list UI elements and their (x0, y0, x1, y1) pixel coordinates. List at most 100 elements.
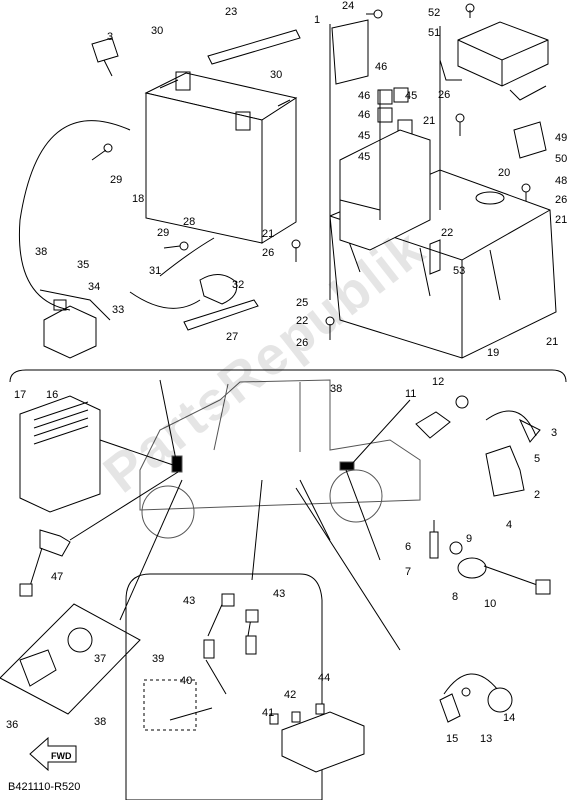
callout-label: 21 (555, 214, 567, 226)
fwd-arrow-icon (29, 736, 77, 772)
voltage-regulator-clamp (513, 121, 547, 159)
wire-harness-clip (199, 274, 238, 305)
callout-label: 7 (405, 566, 411, 578)
callout-label: 13 (480, 733, 492, 745)
callout-label: 26 (296, 337, 308, 349)
callout-label: 41 (262, 707, 274, 719)
callout-label: 26 (555, 194, 567, 206)
cable-tie (183, 299, 259, 331)
callout-label: 8 (452, 591, 458, 603)
callout-label: 40 (180, 675, 192, 687)
callout-label: 35 (77, 259, 89, 271)
callout-label: 1 (314, 14, 320, 26)
callout-label: 9 (466, 533, 472, 545)
callout-label: 45 (358, 151, 370, 163)
callout-label: 29 (157, 227, 169, 239)
callout-label: 21 (423, 115, 435, 127)
callout-label: 5 (534, 453, 540, 465)
starter-relay (43, 299, 97, 359)
callout-label: 22 (296, 315, 308, 327)
battery-cable (18, 120, 131, 321)
callout-label: 46 (358, 90, 370, 102)
callout-label: 19 (487, 347, 499, 359)
callout-label: 21 (546, 336, 558, 348)
callout-label: 45 (405, 90, 417, 102)
callout-label: 30 (270, 69, 282, 81)
callout-label: 38 (330, 383, 342, 395)
callout-label: 3 (551, 427, 557, 439)
callout-label: 16 (46, 389, 58, 401)
callout-label: 38 (94, 716, 106, 728)
callout-label: 50 (555, 153, 567, 165)
sub-harness-box (125, 573, 365, 800)
bolt-icon (325, 316, 335, 340)
callout-label: 2 (534, 489, 540, 501)
ecu-bracket (331, 19, 369, 85)
callout-label: 48 (555, 175, 567, 187)
spark-plug (429, 520, 439, 559)
callout-label: 23 (225, 6, 237, 18)
callout-label: 45 (358, 130, 370, 142)
upper-leaders (329, 24, 441, 300)
callout-label: 14 (503, 712, 515, 724)
callout-label: 17 (14, 389, 26, 401)
battery-terminal-cover (91, 37, 119, 77)
callout-label: 3 (107, 31, 113, 43)
callout-label: 43 (183, 595, 195, 607)
vehicle-outline (139, 379, 421, 539)
callout-label: 39 (152, 653, 164, 665)
callout-label: 24 (342, 0, 354, 12)
callout-label: 36 (6, 719, 18, 731)
callout-label: 20 (498, 167, 510, 179)
callout-label: 6 (405, 541, 411, 553)
callout-label: 38 (35, 246, 47, 258)
throttle-sensor (19, 529, 71, 597)
callout-label: 33 (112, 304, 124, 316)
callout-label: 10 (484, 598, 496, 610)
callout-label: 42 (284, 689, 296, 701)
bolt-icon (291, 239, 301, 262)
callout-label: 44 (318, 672, 330, 684)
callout-label: 47 (51, 571, 63, 583)
callout-label: 51 (428, 27, 440, 39)
battery (144, 71, 298, 244)
bolt-icon (163, 241, 189, 251)
bolt-icon (91, 143, 113, 161)
callout-label: 15 (446, 733, 458, 745)
bolt-icon (465, 3, 475, 18)
callout-label: 25 (296, 297, 308, 309)
battery-strap (207, 29, 301, 65)
callout-label: 32 (232, 279, 244, 291)
section-divider (9, 369, 567, 383)
fwd-label: FWD (51, 751, 72, 761)
callout-label: 26 (438, 89, 450, 101)
sensor-11 (415, 395, 469, 439)
callout-label: 21 (262, 228, 274, 240)
callout-label: 22 (441, 227, 453, 239)
callout-label: 53 (453, 265, 465, 277)
ignition-coil (485, 410, 541, 497)
diagram-code: B421110-R520 (8, 781, 81, 793)
callout-label: 28 (183, 216, 195, 228)
callout-label: 30 (151, 25, 163, 37)
neutral-switch (449, 541, 551, 595)
callout-label: 31 (149, 265, 161, 277)
leader-lines (69, 379, 411, 651)
callout-label: 49 (555, 132, 567, 144)
callout-label: 27 (226, 331, 238, 343)
callout-label: 18 (132, 193, 144, 205)
callout-label: 43 (273, 588, 285, 600)
callout-labels: 1 3 23 24 30 30 52 51 46 46 46 45 45 45 … (6, 0, 567, 761)
bolt-icon (366, 9, 383, 19)
callout-label: 11 (405, 388, 416, 400)
callout-label: 46 (375, 61, 387, 73)
callout-label: 12 (432, 376, 444, 388)
minus-lead (129, 237, 215, 309)
callout-label: 29 (110, 174, 122, 186)
callout-label: 4 (506, 519, 512, 531)
ecu-unit (439, 21, 549, 101)
callout-label: 37 (94, 653, 106, 665)
callout-label: 26 (262, 247, 274, 259)
temperature-sensor (439, 673, 513, 723)
